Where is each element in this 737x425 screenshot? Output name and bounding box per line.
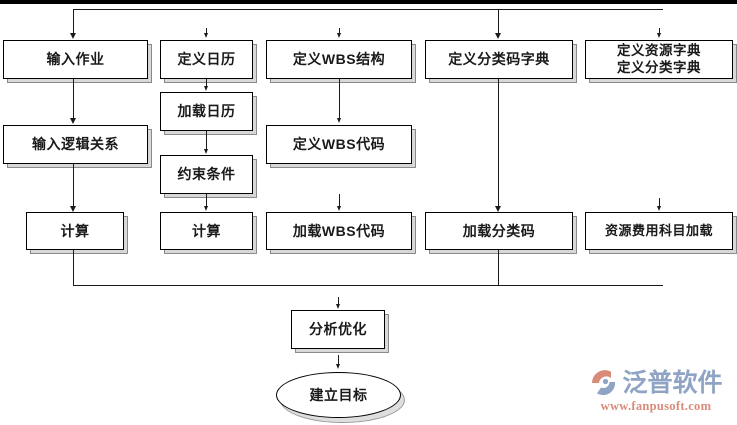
node-input-task[interactable]: 输入作业 [3, 40, 148, 79]
edge-define-code-dict-to-load-code [498, 79, 499, 206]
edge-bottom-bus-to-analyze-optimize [338, 297, 339, 305]
arrowhead-analyze-optimize [335, 304, 340, 309]
edge-load-calendar-to-constraints [206, 131, 207, 150]
arrowhead-define-resource-dict [656, 33, 661, 38]
edge-topbus-to-define-wbs-structure [339, 28, 340, 34]
node-resource-cost-account-load[interactable]: 资源费用科目加载 [585, 212, 733, 250]
node-input-logic-relations[interactable]: 输入逻辑关系 [3, 125, 148, 164]
edge-constraints-to-calculate-2 [206, 194, 207, 206]
arrowhead-load-wbs-code [336, 206, 341, 211]
arrowhead-constraints [203, 149, 208, 154]
node-establish-goal[interactable]: 建立目标 [276, 372, 401, 418]
edge-topbus-to-input-task [73, 9, 74, 33]
arrowhead-resource-cost-load [656, 206, 661, 211]
watermark-brand-text: 泛普软件 [622, 368, 723, 397]
arrowhead-define-wbs-code [336, 118, 341, 123]
watermark: 泛普软件 www.fanpusoft.com [581, 363, 731, 419]
node-load-classification-code[interactable]: 加载分类码 [425, 212, 573, 250]
arrowhead-define-code-dict [495, 33, 501, 39]
node-define-wbs-structure[interactable]: 定义WBS结构 [266, 40, 412, 79]
arrowhead-calculate-1 [70, 206, 76, 212]
node-load-wbs-code[interactable]: 加载WBS代码 [266, 212, 412, 250]
node-define-calendar[interactable]: 定义日历 [160, 40, 253, 79]
edge-topbus-to-define-resource-dict [659, 28, 660, 34]
top-bus-line [73, 9, 663, 10]
node-define-wbs-code[interactable]: 定义WBS代码 [266, 125, 412, 164]
node-constraint-conditions[interactable]: 约束条件 [160, 155, 253, 194]
edge-analyze-optimize-to-establish-goal [338, 355, 339, 365]
node-calculate-schedule[interactable]: 计算 [26, 212, 124, 250]
node-analyze-optimize[interactable]: 分析优化 [291, 310, 385, 349]
arrowhead-define-wbs-structure [336, 33, 341, 38]
arrowhead-define-calendar [203, 33, 208, 38]
arrowhead-load-classification-code [495, 206, 501, 212]
watermark-url: www.fanpusoft.com [600, 399, 712, 413]
edge-topbus-to-define-code-dict [498, 9, 499, 33]
fanpusoft-logo-icon [589, 368, 619, 398]
watermark-brand-row: 泛普软件 [589, 368, 723, 398]
edge-define-wbs-code-to-load-wbs-code [339, 194, 340, 206]
edge-define-calendar-to-load-calendar [206, 79, 207, 87]
edge-input-task-to-input-logic [73, 79, 74, 118]
edge-calculate-1-to-bottom-bus [73, 250, 74, 285]
arrowhead-input-logic [70, 118, 76, 124]
node-define-classification-code-dictionary[interactable]: 定义分类码字典 [425, 40, 573, 79]
edge-define-resource-dict-to-resource-cost-load [659, 198, 660, 206]
edge-load-classification-code-to-bottom-bus [498, 250, 499, 285]
node-calculate-calendar[interactable]: 计算 [160, 212, 253, 250]
edge-define-wbs-structure-to-define-wbs-code [339, 79, 340, 119]
arrowhead-input-task [70, 33, 76, 39]
top-black-bar [0, 0, 737, 4]
node-define-resource-and-classification-dictionary[interactable]: 定义资源字典 定义分类字典 [585, 40, 733, 79]
edge-topbus-to-define-calendar [206, 28, 207, 34]
arrowhead-establish-goal [335, 364, 340, 369]
arrowhead-calculate-2 [203, 206, 208, 211]
arrowhead-load-calendar [203, 86, 208, 91]
bottom-bus-line [73, 285, 663, 286]
edge-input-logic-to-calculate-1 [73, 164, 74, 206]
node-load-calendar[interactable]: 加载日历 [160, 92, 253, 131]
